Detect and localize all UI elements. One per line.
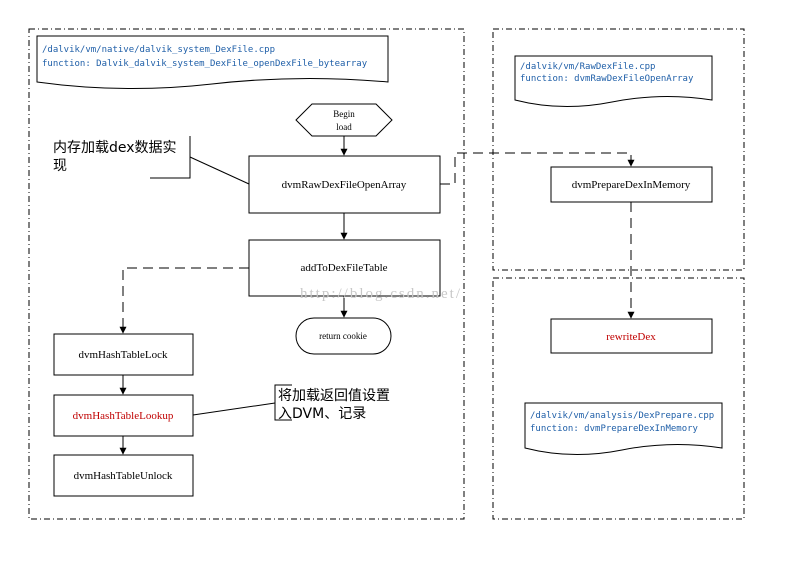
prepare-doc-path: /dalvik/vm/analysis/DexPrepare.cpp <box>530 411 714 421</box>
native-source-doc: /dalvik/vm/native/dalvik_system_DexFile.… <box>36 35 389 90</box>
watermark-text: http://blog.csdn.net/ <box>300 286 462 302</box>
rawdex-group-frame <box>492 28 745 271</box>
add-to-lock-dashed-arrow <box>119 267 249 334</box>
native-doc-path: /dalvik/vm/native/dalvik_system_DexFile.… <box>42 45 275 55</box>
hash-lock-node: dvmHashTableLock <box>53 333 194 376</box>
open-to-prepare-dashed-arrow <box>440 152 635 185</box>
memory-load-annotation: 内存加载dex数据实 现 <box>53 136 250 185</box>
hash-lock-label: dvmHashTableLock <box>78 349 168 361</box>
set-dvm-text-1: 将加载返回值设置 <box>278 388 390 404</box>
prepare-source-doc: /dalvik/vm/analysis/DexPrepare.cpp funct… <box>524 402 723 455</box>
set-dvm-text-2: 入DVM、记录 <box>278 406 366 422</box>
open-array-node: dvmRawDexFileOpenArray <box>248 155 441 214</box>
rewrite-dex-node: rewriteDex <box>550 318 713 354</box>
memory-load-text-1: 内存加载dex数据实 <box>53 140 177 156</box>
prepare-dex-node: dvmPrepareDexInMemory <box>550 166 713 203</box>
hash-unlock-label: dvmHashTableUnlock <box>74 470 173 482</box>
hash-unlock-node: dvmHashTableUnlock <box>53 454 194 497</box>
begin-load-node: Begin load <box>295 103 393 137</box>
rawdex-doc-path: /dalvik/vm/RawDexFile.cpp <box>520 62 655 72</box>
rawdex-source-doc: /dalvik/vm/RawDexFile.cpp function: dvmR… <box>514 55 713 107</box>
prepare-doc-function: function: dvmPrepareDexInMemory <box>530 424 699 434</box>
return-cookie-node: return cookie <box>295 317 392 355</box>
load-label: load <box>336 122 352 132</box>
set-dvm-annotation: 将加载返回值设置 入DVM、记录 <box>192 384 390 422</box>
hash-lookup-label: dvmHashTableLookup <box>73 410 174 422</box>
native-group-frame <box>28 28 465 520</box>
add-table-label: addToDexFileTable <box>300 262 387 274</box>
rewrite-dex-label: rewriteDex <box>606 331 656 343</box>
open-array-label: dvmRawDexFileOpenArray <box>282 179 407 191</box>
native-doc-function: function: Dalvik_dalvik_system_DexFile_o… <box>42 59 368 69</box>
memory-load-text-2: 现 <box>53 158 67 174</box>
begin-label: Begin <box>333 109 355 119</box>
rawdex-doc-function: function: dvmRawDexFileOpenArray <box>520 74 694 84</box>
prepare-dex-label: dvmPrepareDexInMemory <box>572 179 691 191</box>
return-cookie-label: return cookie <box>319 331 367 341</box>
hash-lookup-node: dvmHashTableLookup <box>53 394 194 437</box>
prepare-group-frame <box>492 277 745 520</box>
